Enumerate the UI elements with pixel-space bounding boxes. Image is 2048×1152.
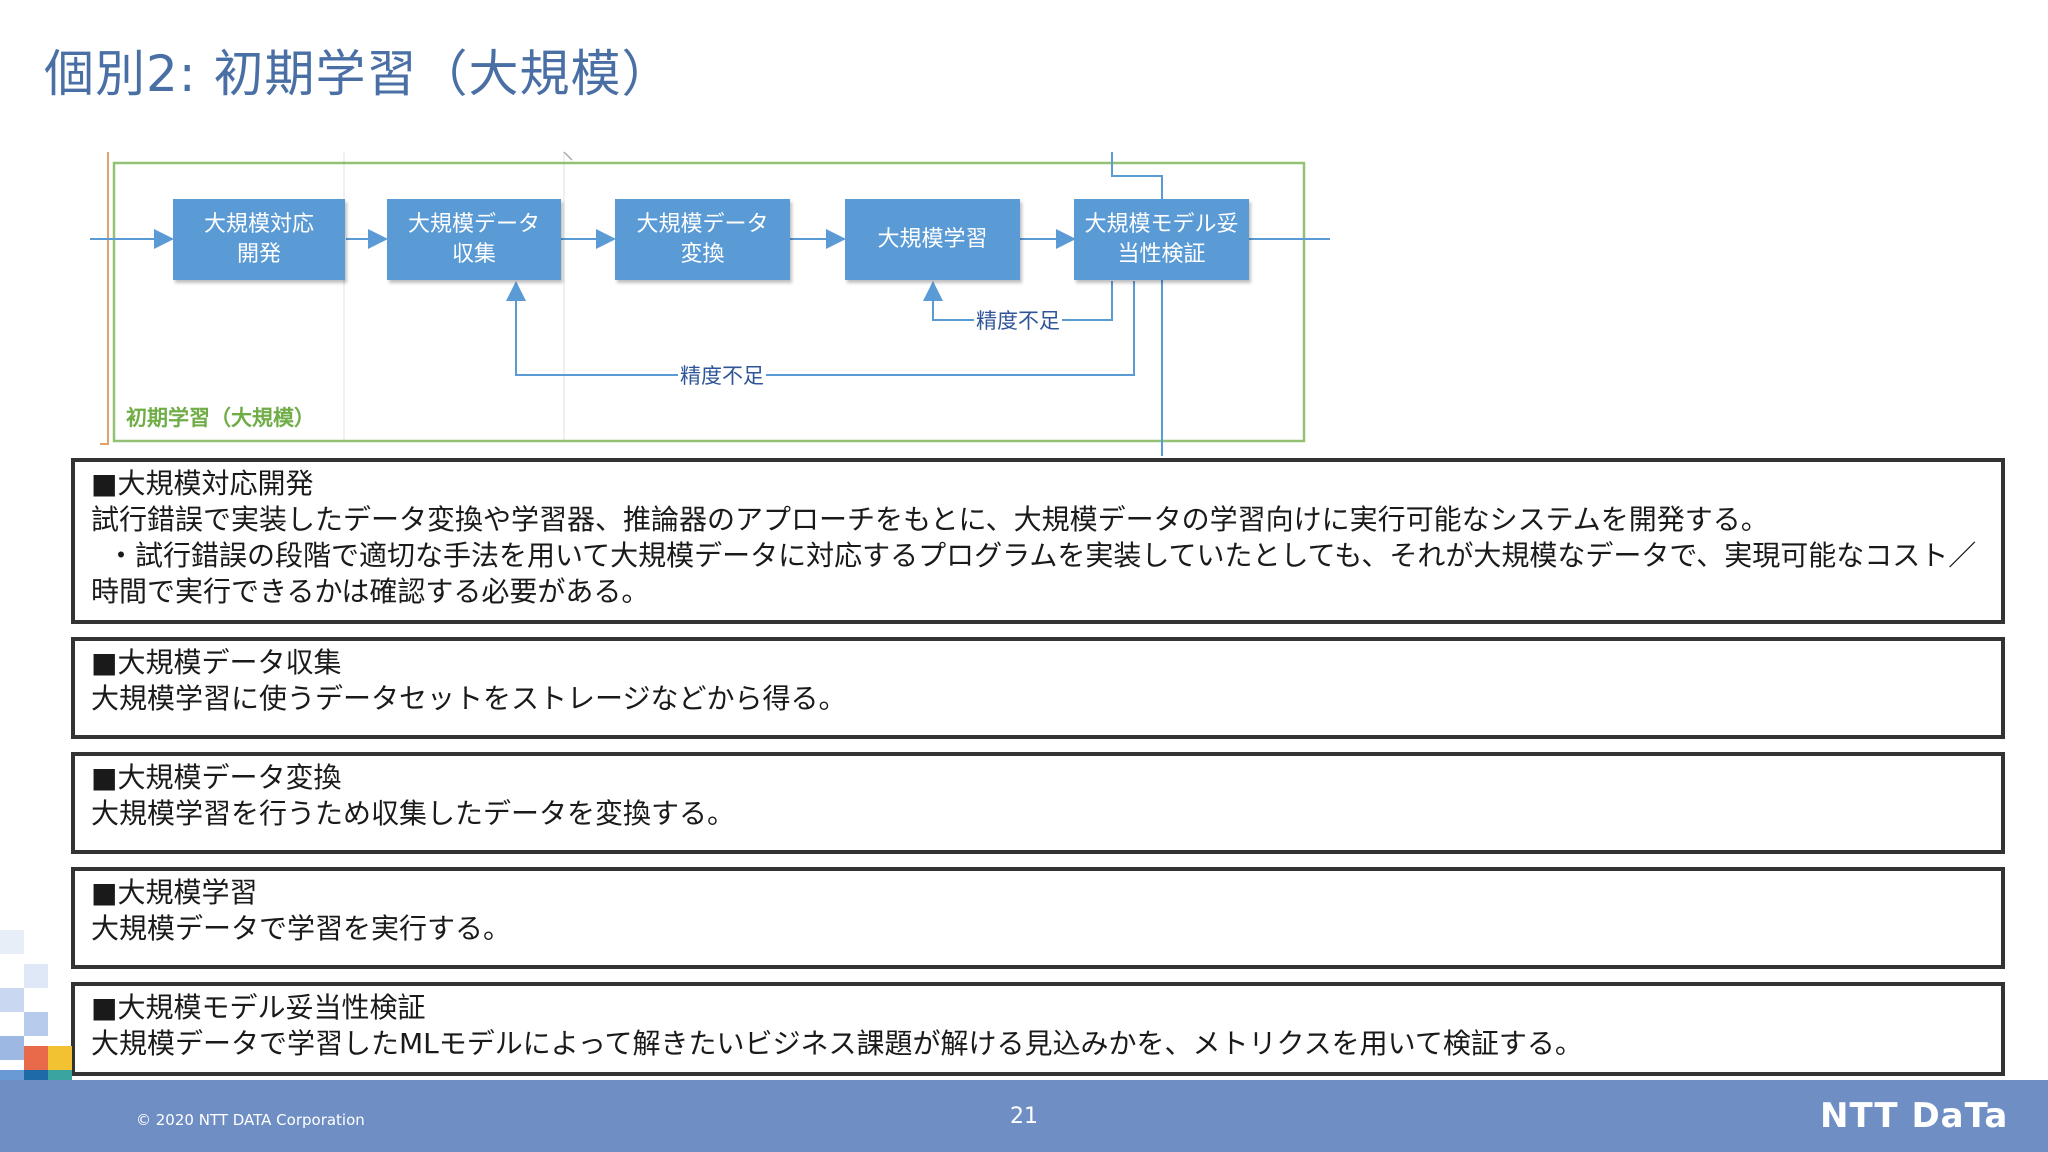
flow-box-data-collect: 大規模データ収集 xyxy=(387,199,561,280)
copyright-text: © 2020 NTT DATA Corporation xyxy=(136,1111,365,1129)
panel-title: ■大規模データ収集 xyxy=(91,646,342,679)
panel-title: ■大規模モデル妥当性検証 xyxy=(91,991,426,1024)
ntt-data-logo: NTT DaTa xyxy=(1820,1096,2009,1136)
slide-title: 個別2: 初期学習（大規模） xyxy=(44,45,673,103)
flow-box-large-training: 大規模学習 xyxy=(845,199,1020,280)
panel-text: 試行錯誤で実装したデータ変換や学習器、推論器のアプローチをもとに、大規模データの… xyxy=(91,503,1769,536)
panel-data-collect: ■大規模データ収集 大規模学習に使うデータセットをストレージなどから得る。 xyxy=(71,637,2005,739)
footer-bar: © 2020 NTT DATA Corporation 21 NTT DaTa xyxy=(0,1080,2048,1152)
panel-title: ■大規模データ変換 xyxy=(91,761,342,794)
panel-text: ・試行錯誤の段階で適切な手法を用いて大規模データに対応するプログラムを実装してい… xyxy=(91,539,1977,608)
panel-model-validation: ■大規模モデル妥当性検証 大規模データで学習したMLモデルによって解きたいビジネ… xyxy=(71,982,2005,1076)
external-connector xyxy=(1111,152,1163,456)
panel-title: ■大規模学習 xyxy=(91,876,258,909)
panel-title: ■大規模対応開発 xyxy=(91,467,314,500)
flow-box-scale-dev: 大規模対応開発 xyxy=(173,199,345,280)
panel-data-transform: ■大規模データ変換 大規模学習を行うため収集したデータを変換する。 xyxy=(71,752,2005,854)
loop-label-long: 精度不足 xyxy=(678,360,766,390)
loop-label-short: 精度不足 xyxy=(974,305,1062,335)
group-label: 初期学習（大規模） xyxy=(126,406,315,430)
flow-box-data-transform: 大規模データ変換 xyxy=(615,199,790,280)
phase-bracket xyxy=(100,152,109,445)
page-number: 21 xyxy=(1010,1104,1038,1129)
panel-large-training: ■大規模学習 大規模データで学習を実行する。 xyxy=(71,867,2005,969)
flow-box-model-validation: 大規模モデル妥当性検証 xyxy=(1074,199,1249,280)
panel-text: 大規模データで学習を実行する。 xyxy=(91,912,512,945)
panel-text: 大規模学習を行うため収集したデータを変換する。 xyxy=(91,797,736,830)
panel-text: 大規模学習に使うデータセットをストレージなどから得る。 xyxy=(91,682,847,715)
panel-text: 大規模データで学習したMLモデルによって解きたいビジネス課題が解ける見込みかを、… xyxy=(91,1027,1583,1060)
panel-scale-dev: ■大規模対応開発 試行錯誤で実装したデータ変換や学習器、推論器のアプローチをもと… xyxy=(71,458,2005,624)
